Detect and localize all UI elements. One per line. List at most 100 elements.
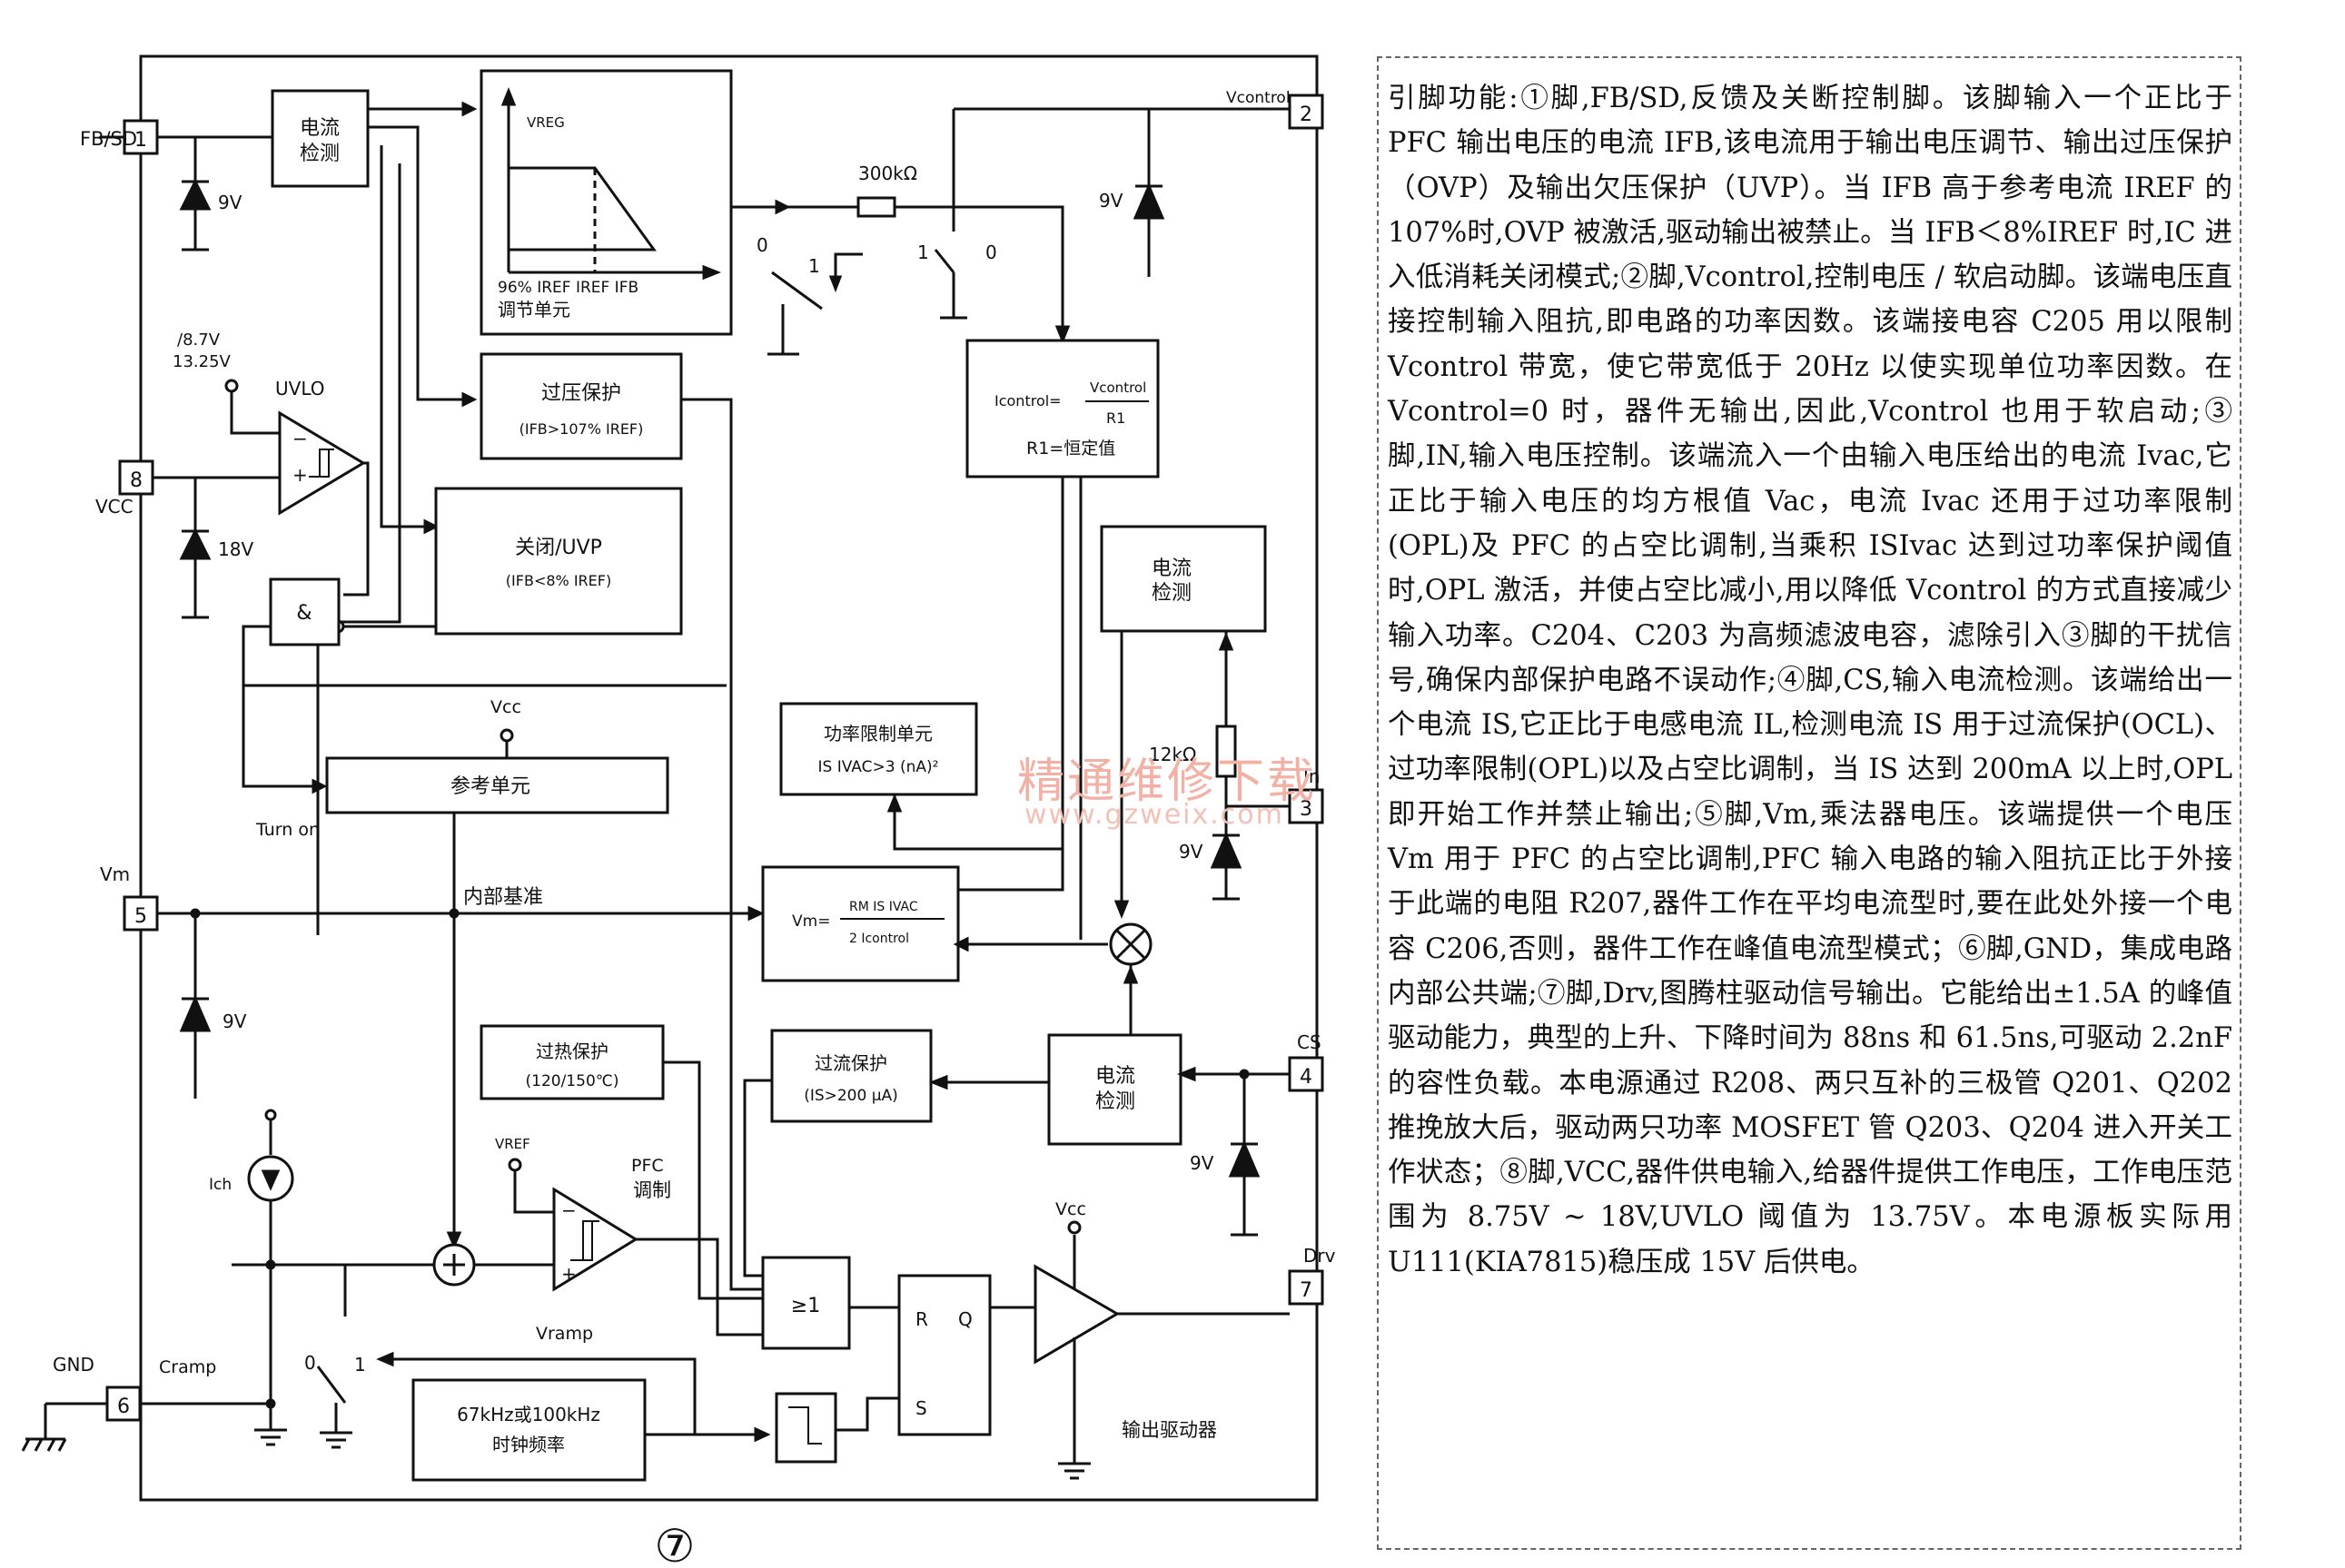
- svg-text:7: 7: [1300, 1279, 1312, 1302]
- svg-text:Vcc: Vcc: [1055, 1199, 1086, 1219]
- svg-text:1: 1: [134, 129, 147, 152]
- svg-text:4: 4: [1300, 1066, 1312, 1089]
- zener-pin3: 9V: [1179, 806, 1242, 901]
- gnd-symbol: [21, 1402, 107, 1452]
- svg-text:PFC: PFC: [631, 1156, 664, 1176]
- svg-text:电流: 电流: [300, 117, 340, 140]
- pin-8-label: VCC: [95, 496, 134, 518]
- pin-2: 2 Vcontrol: [1226, 89, 1324, 130]
- svg-text:VREF: VREF: [495, 1136, 530, 1152]
- svg-text:9V: 9V: [223, 1011, 247, 1032]
- svg-text:Vcontrol: Vcontrol: [1090, 380, 1146, 396]
- svg-text:检测: 检测: [1152, 582, 1192, 605]
- svg-text:−: −: [292, 428, 308, 449]
- svg-text:9V: 9V: [1099, 190, 1123, 212]
- svg-text:0: 0: [985, 242, 997, 263]
- chip-outline: [139, 54, 1319, 1502]
- power-limit-block: 功率限制单元 IS IVAC>3 (nA)²: [779, 702, 978, 796]
- svg-text:300kΩ: 300kΩ: [858, 163, 917, 184]
- svg-text:R1: R1: [1106, 409, 1125, 427]
- svg-text:IS IVAC>3 (nA)²: IS IVAC>3 (nA)²: [818, 758, 939, 776]
- svg-text:时钟频率: 时钟频率: [492, 1434, 565, 1455]
- svg-text:过流保护: 过流保护: [815, 1052, 887, 1074]
- pfc-comparator: − + PFC 调制 VREF: [495, 1136, 671, 1292]
- svg-text:3: 3: [1300, 798, 1312, 821]
- summing-node: [432, 1243, 476, 1287]
- switch-right: 1 0: [917, 109, 997, 320]
- svg-text:Vcc: Vcc: [490, 697, 521, 717]
- watermark: 精通维修下载: [1017, 754, 1318, 809]
- one-shot: [775, 1392, 837, 1464]
- svg-text:(IFB>107% IREF): (IFB>107% IREF): [519, 420, 644, 438]
- pin-2-label: Vcontrol: [1226, 89, 1291, 107]
- svg-text:调节单元: 调节单元: [498, 299, 570, 321]
- svg-text:0: 0: [757, 234, 768, 256]
- res-12k: 12kΩ: [1149, 631, 1290, 808]
- zener-pin4: 9V: [1190, 1069, 1261, 1237]
- pin-4: 4 CS: [1288, 1031, 1324, 1092]
- svg-text:Q: Q: [958, 1308, 973, 1330]
- svg-text:Icontrol=: Icontrol=: [994, 392, 1062, 409]
- svg-text:检测: 检测: [300, 143, 340, 165]
- svg-text:+: +: [292, 464, 308, 486]
- watermark-url: www.gzweix.com: [1024, 799, 1284, 831]
- pin-7-label: Drv: [1303, 1245, 1336, 1267]
- shutdown-uvp-block: 关闭/UVP (IFB<8% IREF): [434, 487, 683, 636]
- svg-text:RM IS IVAC: RM IS IVAC: [849, 900, 918, 914]
- current-source-ich: Ich: [209, 1109, 294, 1446]
- current-detect-block-2: 电流 检测: [1100, 525, 1267, 633]
- svg-text:/8.7V: /8.7V: [177, 330, 221, 350]
- svg-text:1: 1: [354, 1354, 366, 1376]
- ocp-block: 过流保护 (IS>200 μA): [770, 1029, 933, 1123]
- svg-text:+: +: [561, 1263, 577, 1285]
- svg-text:S: S: [915, 1397, 927, 1419]
- svg-text:96% IREF IREF IFB: 96% IREF IREF IFB: [498, 279, 638, 297]
- svg-text:9V: 9V: [218, 192, 242, 213]
- svg-text:功率限制单元: 功率限制单元: [824, 723, 933, 745]
- svg-text:检测: 检测: [1095, 1090, 1135, 1113]
- svg-text:UVLO: UVLO: [275, 378, 325, 399]
- reference-unit: 参考单元 Turn on Vcc 内部基准: [255, 697, 669, 917]
- uvlo-comparator: − + UVLO /8.7V 13.25V: [173, 330, 366, 516]
- svg-text:Cramp: Cramp: [159, 1357, 216, 1377]
- svg-text:输出驱动器: 输出驱动器: [1122, 1419, 1217, 1441]
- svg-text:6: 6: [117, 1395, 130, 1418]
- zener-pin2: 9V: [1099, 109, 1165, 277]
- svg-text:≥1: ≥1: [791, 1295, 820, 1317]
- svg-text:电流: 电流: [1152, 557, 1192, 580]
- pin-function-description: 引脚功能:①脚,FB/SD,反馈及关断控制脚。该脚输入一个正比于 PFC 输出电…: [1388, 83, 2232, 1278]
- svg-text:2 Icontrol: 2 Icontrol: [849, 932, 909, 946]
- current-detect-block-3: 电流 检测: [1047, 1033, 1182, 1146]
- svg-text:电流: 电流: [1095, 1065, 1135, 1088]
- pin-7: 7 Drv: [1288, 1245, 1336, 1306]
- pin-8: 8 VCC: [95, 459, 154, 518]
- svg-text:Vramp: Vramp: [536, 1324, 593, 1344]
- svg-text:Turn on: Turn on: [255, 820, 320, 840]
- svg-text:参考单元: 参考单元: [450, 775, 530, 798]
- svg-text:内部基准: 内部基准: [463, 886, 543, 909]
- svg-text:过热保护: 过热保护: [536, 1040, 609, 1062]
- pin-5: 5 Vm: [100, 863, 159, 932]
- pin-5-label: Vm: [100, 863, 130, 885]
- svg-text:(IS>200 μA): (IS>200 μA): [804, 1087, 898, 1105]
- ovp-block: 过压保护 (IFB>107% IREF): [480, 352, 683, 460]
- zener-pin1: 9V: [157, 135, 272, 251]
- svg-text:9V: 9V: [1179, 841, 1203, 863]
- svg-text:R1=恒定值: R1=恒定值: [1026, 439, 1115, 459]
- icontrol-block: Icontrol= Vcontrol R1 R1=恒定值: [965, 339, 1160, 478]
- multiplier: [1109, 922, 1153, 966]
- output-driver: Vcc 输出驱动器: [1034, 1199, 1217, 1480]
- svg-text:0: 0: [304, 1352, 316, 1374]
- or-gate: ≥1: [761, 1256, 851, 1350]
- current-detect-block-1: 电流 检测: [271, 89, 370, 188]
- svg-text:2: 2: [1300, 104, 1312, 126]
- vm-block: Vm= RM IS IVAC 2 Icontrol: [761, 865, 960, 982]
- switch-left: 0 1: [729, 207, 863, 356]
- sr-flipflop: R Q S: [897, 1274, 992, 1436]
- zener-pin8: 18V: [179, 478, 253, 619]
- svg-text:13.25V: 13.25V: [173, 352, 232, 371]
- svg-text:(120/150℃): (120/150℃): [526, 1072, 619, 1090]
- svg-text:12kΩ: 12kΩ: [1149, 744, 1196, 765]
- description-box: [1377, 56, 2241, 1550]
